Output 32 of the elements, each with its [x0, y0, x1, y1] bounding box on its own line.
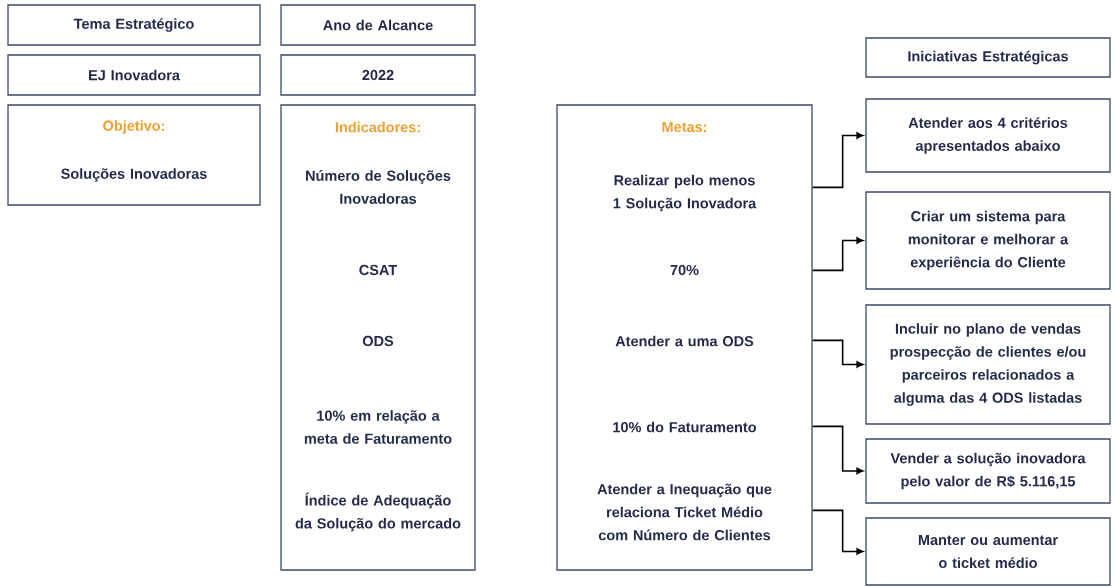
- text-box: Incluir no plano de vendas prospecção de clientes e/ou parceiros relacionados a alguma das 4 ODS listadas: [865, 304, 1111, 425]
- text-box: EJ Inovadora: [7, 54, 261, 96]
- text-box: Ano de Alcance: [280, 4, 476, 46]
- panel-heading: Metas:: [662, 121, 707, 133]
- panel-text: Realizar pelo menos 1 Solução Inovadora: [613, 174, 757, 212]
- text-box: 2022: [280, 54, 476, 96]
- text-box: Vender a solução inovadora pelo valor de R$ 5.116,15: [865, 438, 1111, 504]
- panel-heading: Objetivo:: [103, 120, 165, 134]
- text-box: Criar um sistema para monitorar e melhorar a experiência do Cliente: [865, 191, 1111, 290]
- panel-text: Atender a Inequação que relaciona Ticket Médio com Número de Clientes: [597, 483, 772, 541]
- panel-text: 10% do Faturamento: [613, 421, 757, 433]
- text-box: Manter ou aumentar o ticket médio: [865, 517, 1111, 586]
- text-box: Atender aos 4 critérios apresentados abaixo: [865, 98, 1111, 173]
- panel-text: 10% em relação a meta de Faturamento: [304, 410, 452, 444]
- panel-text: ODS: [362, 335, 394, 347]
- indicators-panel: [280, 104, 476, 571]
- panel-heading: Indicadores:: [335, 121, 420, 133]
- arrow: [811, 132, 864, 189]
- arrow: [811, 425, 864, 475]
- goals-panel: [556, 104, 813, 571]
- text-box: Iniciativas Estratégicas: [865, 37, 1111, 78]
- text-box: Tema Estratégico: [7, 4, 261, 46]
- arrow: [811, 509, 864, 555]
- panel-text: 70%: [670, 264, 699, 276]
- panel-text: Número de Soluções Inovadoras: [306, 170, 451, 204]
- panel-text: Atender a uma ODS: [615, 335, 754, 347]
- arrow: [811, 237, 864, 272]
- arrow: [811, 339, 864, 368]
- panel-text: Soluções Inovadoras: [61, 168, 207, 182]
- objective-panel: [7, 104, 261, 206]
- panel-text: Índice de Adequação da Solução do mercado: [295, 492, 461, 532]
- panel-text: CSAT: [359, 264, 398, 276]
